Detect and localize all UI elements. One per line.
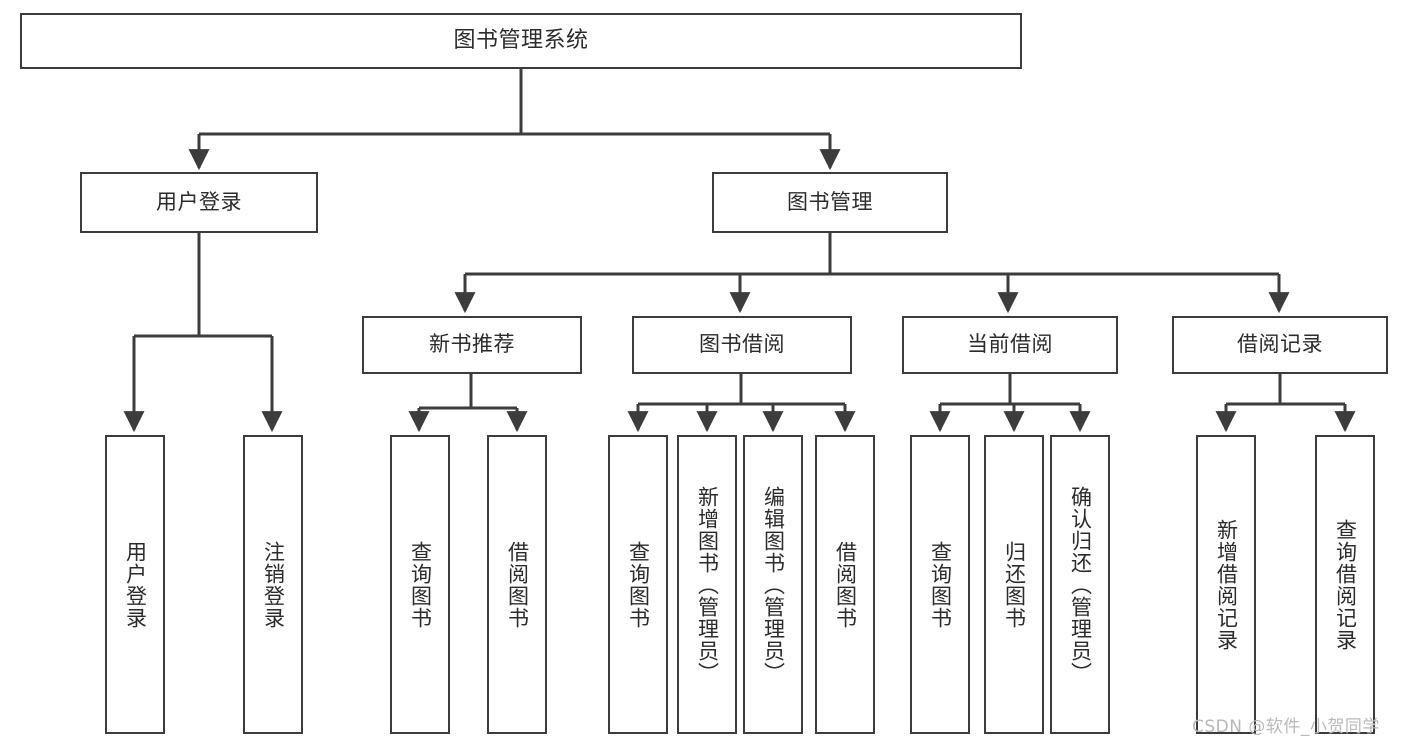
leaf-query-book-borrow-label: 查询图书 — [626, 540, 651, 629]
node-user-login[interactable]: 用户登录 — [80, 172, 318, 233]
node-root[interactable]: 图书管理系统 — [20, 13, 1022, 69]
leaf-query-book-borrow[interactable]: 查询图书 — [608, 435, 668, 734]
leaf-add-borrow-record-label: 新增借阅记录 — [1214, 518, 1239, 651]
leaf-user-login-label: 用户登录 — [123, 540, 148, 629]
leaf-query-book-current[interactable]: 查询图书 — [910, 435, 970, 734]
node-new-book-recommend[interactable]: 新书推荐 — [362, 316, 582, 374]
leaf-return-book[interactable]: 归还图书 — [984, 435, 1044, 734]
leaf-return-book-label: 归还图书 — [1002, 540, 1027, 629]
leaf-query-borrow-record-label: 查询借阅记录 — [1333, 518, 1358, 651]
leaf-confirm-return-admin[interactable]: 确认归还（管理员） — [1050, 435, 1110, 734]
leaf-query-borrow-record[interactable]: 查询借阅记录 — [1315, 435, 1375, 734]
node-borrow-record[interactable]: 借阅记录 — [1172, 316, 1388, 374]
leaf-user-login[interactable]: 用户登录 — [105, 435, 165, 734]
leaf-query-book-newbook-label: 查询图书 — [408, 540, 433, 629]
leaf-edit-book-admin-label: 编辑图书（管理员） — [761, 485, 786, 684]
csdn-watermark: CSDN @软件_小贺同学 — [1192, 717, 1380, 737]
leaf-borrow-book-newbook[interactable]: 借阅图书 — [487, 435, 547, 734]
leaf-query-book-current-label: 查询图书 — [928, 540, 953, 629]
node-borrow-record-label: 借阅记录 — [1237, 332, 1323, 357]
node-book-management[interactable]: 图书管理 — [712, 172, 948, 233]
node-book-management-label: 图书管理 — [787, 189, 873, 214]
node-current-borrow-label: 当前借阅 — [967, 332, 1053, 357]
leaf-add-book-admin-label: 新增图书（管理员） — [695, 485, 720, 684]
leaf-add-book-admin[interactable]: 新增图书（管理员） — [677, 435, 737, 734]
leaf-logout-label: 注销登录 — [261, 540, 286, 629]
leaf-logout[interactable]: 注销登录 — [243, 435, 303, 734]
node-root-label: 图书管理系统 — [453, 27, 589, 53]
leaf-borrow-book-label: 借阅图书 — [833, 540, 858, 629]
leaf-borrow-book[interactable]: 借阅图书 — [815, 435, 875, 734]
node-user-login-label: 用户登录 — [156, 189, 242, 214]
node-new-book-recommend-label: 新书推荐 — [429, 332, 515, 357]
leaf-add-borrow-record[interactable]: 新增借阅记录 — [1196, 435, 1256, 734]
leaf-confirm-return-admin-label: 确认归还（管理员） — [1068, 485, 1093, 684]
leaf-edit-book-admin[interactable]: 编辑图书（管理员） — [743, 435, 803, 734]
node-book-borrow-label: 图书借阅 — [699, 332, 785, 357]
node-book-borrow[interactable]: 图书借阅 — [632, 316, 852, 374]
node-current-borrow[interactable]: 当前借阅 — [902, 316, 1118, 374]
leaf-borrow-book-newbook-label: 借阅图书 — [505, 540, 530, 629]
leaf-query-book-newbook[interactable]: 查询图书 — [390, 435, 450, 734]
